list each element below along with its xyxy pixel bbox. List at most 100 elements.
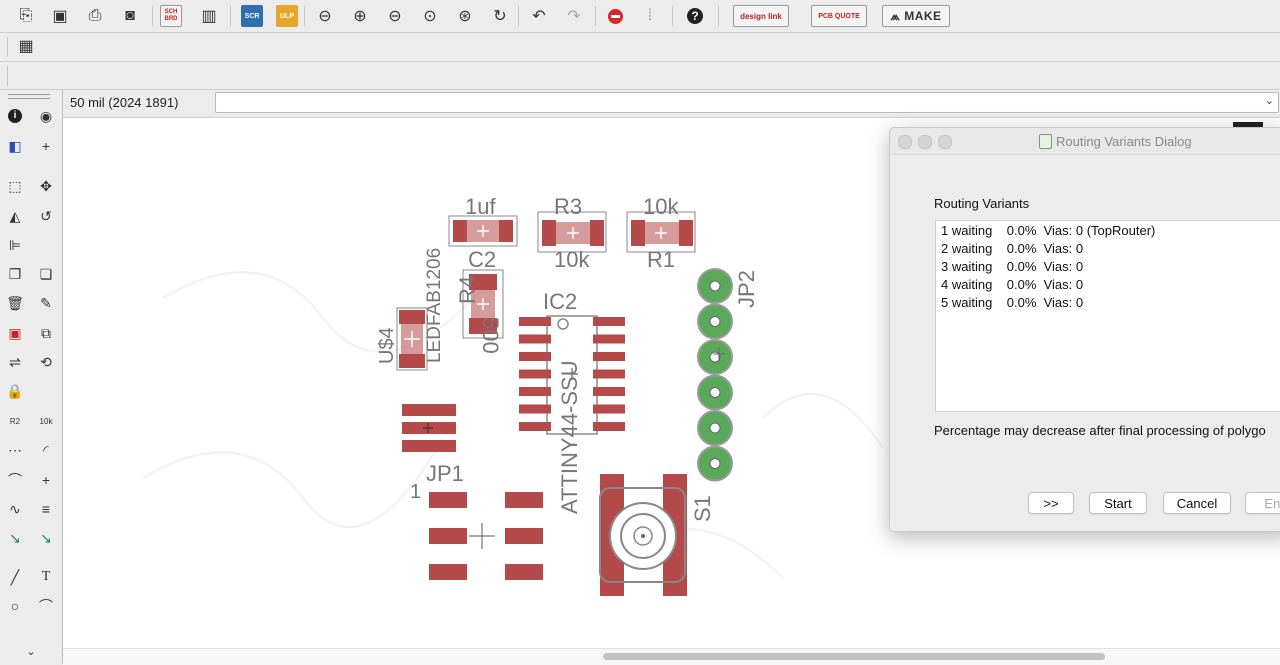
horizontal-scrollbar[interactable] [63, 648, 1280, 665]
zoom-last-icon[interactable]: ⊛ [458, 8, 472, 25]
open-icon[interactable]: ⎘ [19, 7, 33, 24]
expand-down-icon[interactable]: ⌄ [26, 645, 36, 658]
s1-switch-footprint[interactable] [599, 474, 687, 596]
lock-icon[interactable]: 🔒 [6, 382, 24, 399]
ic-pad[interactable] [519, 404, 551, 414]
led-footprint[interactable] [396, 307, 428, 371]
split-icon[interactable]: ⋯ [8, 441, 22, 458]
redo-icon[interactable]: ↷ [567, 8, 581, 25]
copy-icon[interactable]: ❐ [8, 265, 22, 282]
ic-pad[interactable] [519, 352, 551, 361]
chevron-down-icon[interactable]: ⌄ [1264, 95, 1274, 107]
display-layers-icon[interactable]: ◧ [8, 137, 22, 154]
line-icon[interactable]: ╱ [10, 568, 20, 585]
name-icon[interactable]: R2 [9, 416, 21, 426]
cancel-button[interactable]: Cancel [1163, 492, 1231, 514]
save-icon[interactable]: ▣ [52, 8, 68, 25]
end-button[interactable]: End [1245, 492, 1280, 514]
ic2-footprint[interactable] [519, 315, 625, 435]
jp1-footprint[interactable] [429, 492, 543, 580]
align-icon[interactable]: ⊫ [8, 236, 22, 253]
miter-icon[interactable]: ◜ [43, 441, 49, 458]
zoom-out-icon[interactable]: ⊖ [388, 8, 402, 25]
make-button[interactable]: ⩕ MAKE [882, 5, 950, 27]
meander-icon[interactable]: + [41, 472, 51, 488]
ulp-button[interactable]: ULP [276, 5, 298, 27]
command-input[interactable]: ⌄ [215, 92, 1279, 113]
ic-pad[interactable] [519, 422, 551, 431]
lines-icon[interactable]: ≡ [41, 501, 51, 517]
change-wrench-icon[interactable]: ✎ [40, 294, 52, 311]
variant-row[interactable]: 5 waiting 0.0% Vias: 0 [941, 295, 1084, 310]
value-icon[interactable]: 10k [39, 416, 53, 426]
more-button[interactable]: >> [1028, 492, 1074, 514]
show-eye-icon[interactable]: ◉ [39, 107, 53, 124]
text-icon[interactable]: T [41, 569, 51, 584]
variants-list[interactable]: 1 waiting 0.0% Vias: 0 (TopRouter) 2 wai… [935, 220, 1280, 412]
move-icon[interactable]: ✥ [40, 177, 52, 194]
ulp-label: ULP [280, 12, 294, 20]
close-window-button[interactable] [898, 135, 912, 149]
pad-stack-footprint[interactable] [402, 404, 456, 452]
swap-icon[interactable]: ⇌ [9, 353, 21, 370]
scrollbar-thumb[interactable] [603, 653, 1105, 660]
ic-pad[interactable] [593, 317, 625, 326]
select-icon[interactable]: ⬚ [8, 177, 22, 194]
grid-icon[interactable]: ▦ [18, 38, 34, 55]
r1-footprint[interactable] [626, 211, 696, 253]
go-icon[interactable]: ⁞ [647, 7, 653, 24]
route-icon[interactable]: ↘ [9, 529, 21, 546]
ic-pad[interactable] [593, 422, 625, 431]
library-icon[interactable]: ▥ [201, 8, 217, 25]
info-icon[interactable]: i [4, 105, 26, 127]
pcb-quote-button[interactable]: PCB QUOTE [811, 5, 867, 27]
r3-footprint[interactable] [537, 211, 607, 253]
variant-row[interactable]: 2 waiting 0.0% Vias: 0 [941, 241, 1084, 256]
sch-brd-switch-button[interactable]: SCH BRD [160, 5, 182, 27]
ic-pad[interactable] [519, 387, 551, 396]
help-icon[interactable]: ? [683, 5, 707, 27]
smash-icon[interactable]: ⟲ [40, 353, 52, 370]
ic-pad[interactable] [593, 334, 625, 344]
ic-pad[interactable] [593, 404, 625, 414]
design-link-button[interactable]: design link [733, 5, 789, 27]
pcb-quote-label: PCB QUOTE [818, 12, 860, 20]
rotate-icon[interactable]: ↺ [40, 207, 52, 224]
zoom-select-icon[interactable]: ⊙ [423, 8, 437, 25]
zoom-in-icon[interactable]: ⊕ [353, 8, 367, 25]
arc-icon[interactable]: ⌒ [39, 598, 53, 614]
start-button[interactable]: Start [1089, 492, 1147, 514]
ic-pad[interactable] [593, 387, 625, 396]
ic-pad[interactable] [519, 317, 551, 326]
add-icon[interactable]: ▣ [8, 324, 22, 341]
redraw-icon[interactable]: ↻ [493, 8, 507, 25]
optimize-icon[interactable]: ⌒ [8, 472, 22, 488]
jp2-drill-hole [709, 422, 721, 434]
variant-row[interactable]: 3 waiting 0.0% Vias: 0 [941, 259, 1084, 274]
print-icon[interactable]: ⎙ [88, 7, 102, 24]
mirror-icon[interactable]: ◭ [9, 207, 21, 224]
wave-icon[interactable]: ∿ [9, 500, 21, 517]
ic-pad[interactable] [593, 352, 625, 361]
minimize-window-button[interactable] [918, 135, 932, 149]
ripup-icon[interactable]: ↘ [40, 529, 52, 546]
paste-icon[interactable]: ❏ [39, 265, 53, 282]
ic-pad[interactable] [519, 369, 551, 379]
jp2-header[interactable] [697, 268, 733, 482]
variant-row[interactable]: 4 waiting 0.0% Vias: 0 [941, 277, 1084, 292]
cap-1uf-footprint[interactable] [448, 215, 518, 247]
circle-icon[interactable]: ○ [10, 598, 20, 614]
delete-icon[interactable]: 🗑 [6, 294, 24, 311]
undo-icon[interactable]: ↶ [532, 8, 546, 25]
script-button[interactable]: SCR [241, 5, 263, 27]
stop-icon[interactable] [603, 5, 627, 27]
ic-pad[interactable] [519, 334, 551, 344]
replace-icon[interactable]: ⧉ [41, 324, 51, 341]
mark-icon[interactable]: + [41, 138, 51, 154]
r4-footprint[interactable] [462, 269, 504, 339]
cam-icon[interactable]: ◙ [125, 7, 135, 24]
zoom-fit-icon[interactable]: ⊖ [318, 8, 332, 25]
zoom-window-button[interactable] [938, 135, 952, 149]
ic-pad[interactable] [593, 369, 625, 379]
variant-row[interactable]: 1 waiting 0.0% Vias: 0 (TopRouter) [941, 223, 1156, 238]
